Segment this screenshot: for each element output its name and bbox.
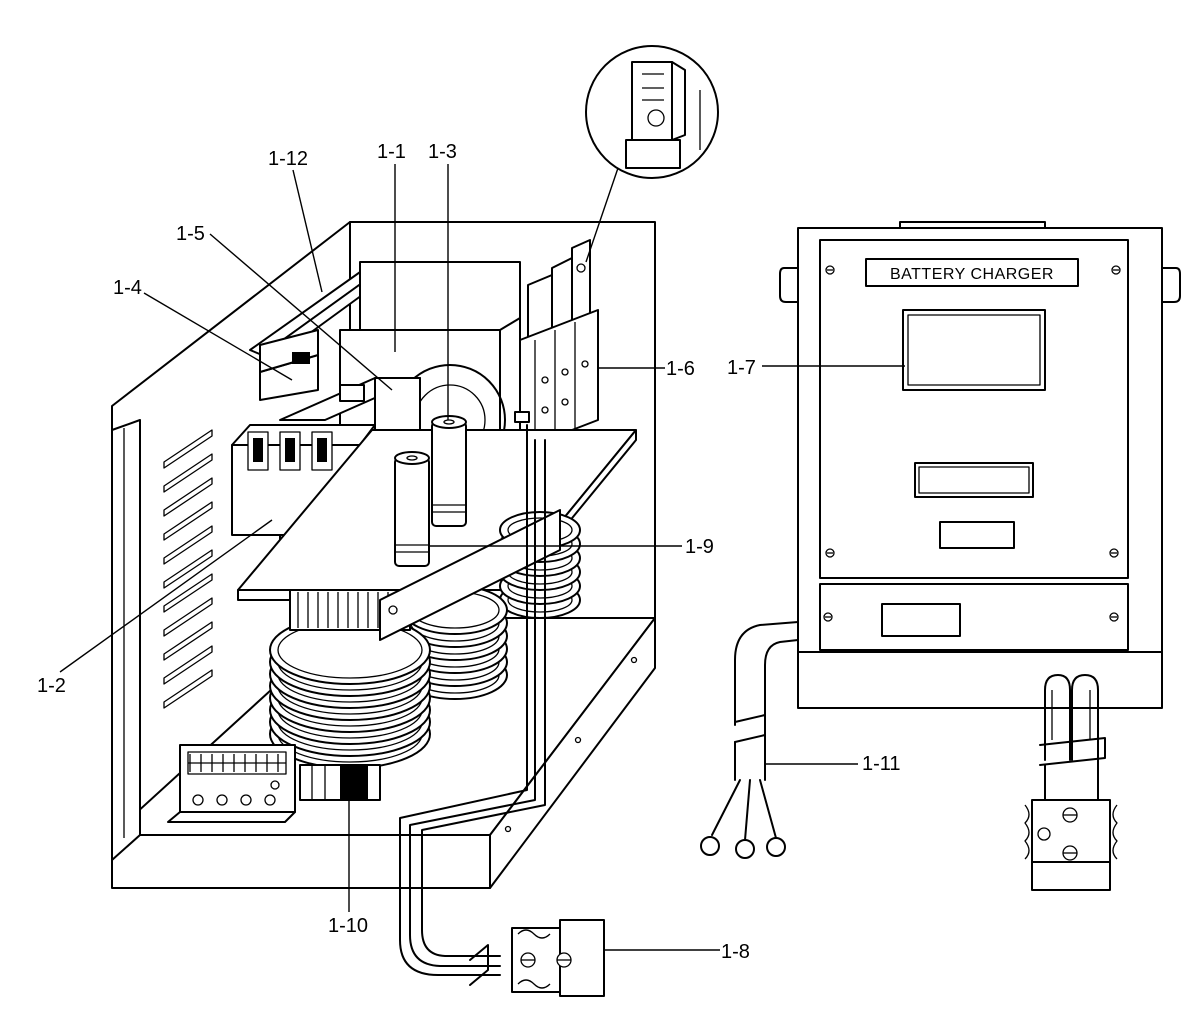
- callout-1-2: 1-2: [37, 675, 66, 697]
- callout-1-9: 1-9: [685, 536, 714, 558]
- dc-output-cable: [399, 424, 546, 986]
- capacitor-lower: [394, 451, 430, 567]
- capacitor-upper: [431, 415, 467, 527]
- callout-1-12: 1-12: [268, 148, 308, 170]
- ac-input-cord: [700, 621, 799, 859]
- nameplate: BATTERY CHARGER: [865, 258, 1079, 287]
- dc-connector: [511, 919, 605, 997]
- callout-1-11: 1-11: [862, 753, 901, 775]
- closed-charger-unit: [779, 221, 1181, 709]
- terminal-bus-bars: [514, 239, 599, 451]
- core-laminations: [299, 764, 381, 801]
- callout-1-5: 1-5: [176, 223, 205, 245]
- leader-lines: [59, 164, 905, 951]
- callout-1-4: 1-4: [113, 277, 142, 299]
- nameplate-text: BATTERY CHARGER: [890, 266, 1054, 283]
- callout-1-3: 1-3: [428, 141, 457, 163]
- lower-bracket: [379, 509, 561, 641]
- dc-output-plug: [1024, 674, 1118, 891]
- callout-1-1: 1-1: [377, 141, 406, 163]
- meter-panel: [167, 744, 296, 823]
- callout-1-6: 1-6: [666, 358, 695, 380]
- terminal-detail-magnifier: [585, 45, 719, 263]
- ventilation-louvers: [163, 429, 213, 709]
- callout-1-7: 1-7: [727, 357, 756, 379]
- callout-1-10: 1-10: [328, 915, 368, 937]
- callout-labels: 1-12 1-1 1-3 1-5 1-4 1-6 1-7 1-9 1-2 1-1…: [37, 141, 901, 963]
- callout-1-8: 1-8: [721, 941, 750, 963]
